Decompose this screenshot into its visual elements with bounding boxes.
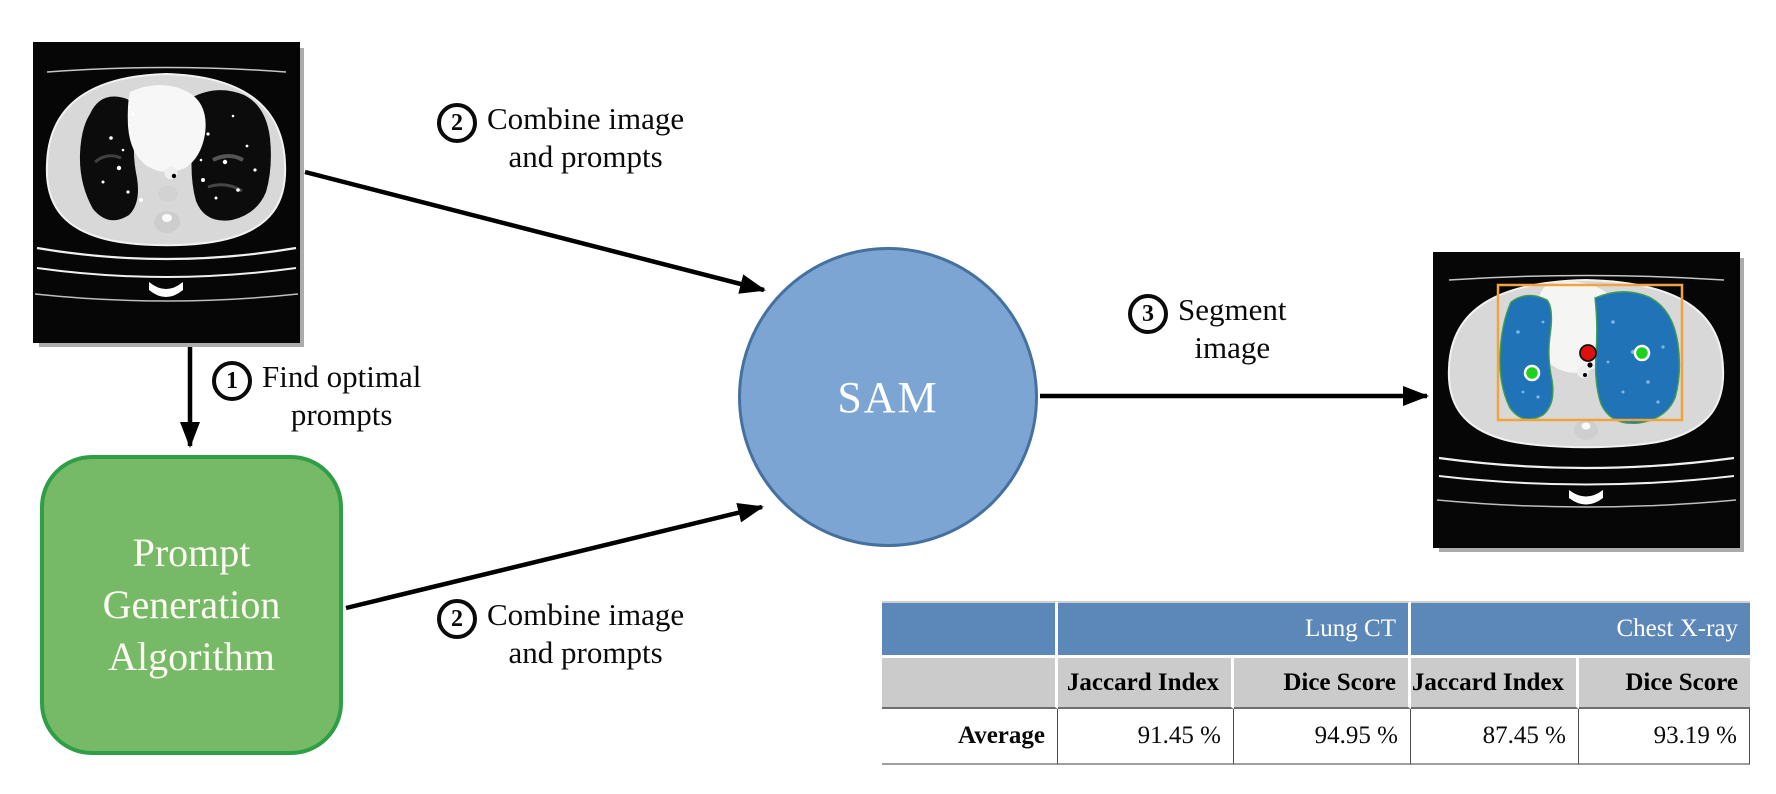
group-header-lung-ct: Lung CT	[1058, 601, 1411, 655]
empty-column-header-cell	[882, 655, 1058, 709]
step-3-label: 3 Segment image	[1128, 291, 1287, 367]
col-header-jaccard-lung-ct: Jaccard Index	[1058, 655, 1234, 709]
sam-node: SAM	[738, 247, 1038, 547]
positive-prompt-point	[1633, 344, 1651, 362]
table-column-header-row: Jaccard Index Dice Score Jaccard Index D…	[882, 655, 1750, 709]
prompt-generation-algorithm-box: Prompt Generation Algorithm	[40, 455, 343, 755]
step-2-bottom-number-badge: 2	[437, 599, 477, 639]
results-table: Lung CT Chest X-ray Jaccard Index Dice S…	[882, 601, 1750, 765]
col-header-dice-lung-ct: Dice Score	[1234, 655, 1411, 709]
col-header-jaccard-chest-xray: Jaccard Index	[1411, 655, 1579, 709]
positive-prompt-point	[1523, 364, 1541, 382]
step-1-line2: prompts	[290, 397, 393, 432]
step-1-line1: Find optimal	[262, 359, 422, 394]
lung-ct-input-image	[33, 42, 300, 343]
group-header-chest-xray: Chest X-ray	[1411, 601, 1750, 655]
table-average-row: Average 91.45 % 94.95 % 87.45 % 93.19 %	[882, 709, 1750, 765]
lung-mask-left	[1499, 294, 1554, 420]
step-2-top-line1: Combine image	[487, 101, 685, 136]
average-jaccard-chest-xray: 87.45 %	[1411, 709, 1579, 765]
pga-label-line: Generation	[102, 582, 281, 627]
table-group-header-row: Lung CT Chest X-ray	[882, 601, 1750, 655]
step-3-line2: image	[1194, 330, 1271, 365]
average-jaccard-lung-ct: 91.45 %	[1058, 709, 1234, 765]
step-2-top-line2: and prompts	[508, 139, 663, 174]
lung-ct-scan-graphic	[33, 42, 300, 343]
step-3-line1: Segment	[1178, 292, 1287, 327]
sam-label: SAM	[837, 372, 939, 422]
step-1-number-badge: 1	[212, 361, 252, 401]
pga-label-line: Algorithm	[108, 634, 275, 679]
segmented-output-image	[1433, 252, 1740, 548]
step-1-label: 1 Find optimal prompts	[212, 358, 421, 434]
arrow-combine-bottom	[345, 502, 764, 611]
average-row-label: Average	[882, 709, 1058, 765]
segmented-ct-graphic	[1433, 252, 1740, 548]
negative-prompt-point	[1579, 344, 1597, 362]
step-2-bottom-line1: Combine image	[487, 597, 685, 632]
arrow-combine-top	[304, 169, 766, 294]
step-3-text: Segment image	[1178, 291, 1287, 367]
average-dice-chest-xray: 93.19 %	[1579, 709, 1750, 765]
step-2-bottom-line2: and prompts	[508, 635, 663, 670]
empty-group-header-cell	[882, 601, 1058, 655]
step-2-top-text: Combine image and prompts	[487, 100, 684, 176]
col-header-dice-chest-xray: Dice Score	[1579, 655, 1750, 709]
step-1-text: Find optimal prompts	[262, 358, 421, 434]
bounding-box-prompt	[1496, 283, 1684, 422]
step-3-number-badge: 3	[1128, 294, 1168, 334]
average-dice-lung-ct: 94.95 %	[1234, 709, 1411, 765]
step-2-top-number-badge: 2	[437, 103, 477, 143]
pga-label-line: Prompt	[132, 530, 251, 575]
step-2-bottom-text: Combine image and prompts	[487, 596, 684, 672]
step-2-bottom-label: 2 Combine image and prompts	[437, 596, 684, 672]
step-2-top-label: 2 Combine image and prompts	[437, 100, 684, 176]
